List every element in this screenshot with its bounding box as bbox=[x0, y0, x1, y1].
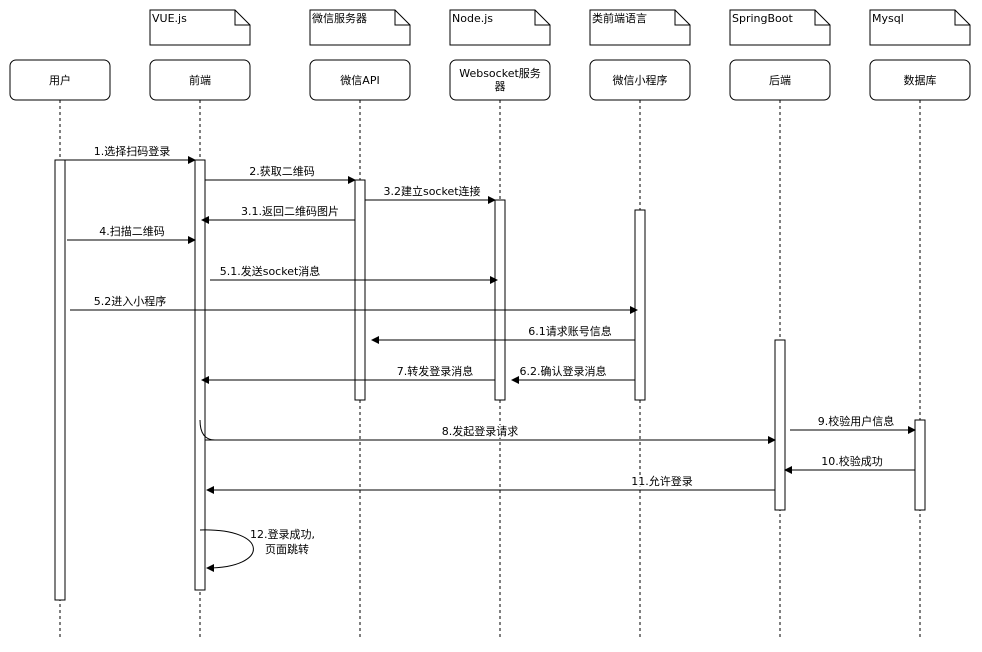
message-label: 3.2建立socket连接 bbox=[383, 184, 480, 198]
note-label: 类前端语言 bbox=[592, 11, 647, 25]
activation-bar bbox=[494, 199, 506, 401]
activation-bar bbox=[914, 419, 926, 511]
message-label: 1.选择扫码登录 bbox=[94, 144, 171, 158]
participant-label: 后端 bbox=[769, 74, 791, 87]
activation-bar bbox=[354, 179, 366, 401]
participant-label: 用户 bbox=[49, 73, 71, 87]
note-box bbox=[149, 9, 251, 46]
activation-bar bbox=[194, 159, 206, 591]
message-arrow-curve bbox=[199, 419, 216, 441]
note-box bbox=[449, 9, 551, 46]
note-box bbox=[309, 9, 411, 46]
message-label: 11.允许登录 bbox=[631, 474, 693, 488]
participant-box bbox=[869, 59, 971, 101]
message-label: 5.2进入小程序 bbox=[94, 294, 167, 308]
self-message-arrow bbox=[199, 529, 254, 572]
participant-box bbox=[729, 59, 831, 101]
message-label: 10.校验成功 bbox=[821, 454, 883, 468]
participant-label: 微信小程序 bbox=[613, 73, 668, 87]
message-label: 12.登录成功, bbox=[250, 527, 315, 541]
participant-box bbox=[589, 59, 691, 101]
participant-label: 数据库 bbox=[904, 73, 937, 87]
note-box bbox=[869, 9, 971, 46]
activation-bar bbox=[774, 339, 786, 511]
participant-label: 器 bbox=[495, 80, 506, 93]
note-box bbox=[589, 9, 691, 46]
message-label: 7.转发登录消息 bbox=[397, 364, 474, 378]
message-label: 6.1请求账号信息 bbox=[528, 324, 612, 338]
note-label: Node.js bbox=[452, 12, 493, 25]
activation-bar bbox=[54, 159, 66, 601]
participant-label: 前端 bbox=[189, 73, 211, 87]
note-label: 微信服务器 bbox=[312, 11, 367, 25]
note-label: SpringBoot bbox=[732, 12, 794, 25]
participant-label: Websocket服务 bbox=[459, 67, 541, 80]
message-label: 3.1.返回二维码图片 bbox=[241, 205, 339, 218]
participant-box bbox=[449, 59, 551, 101]
note-label: VUE.js bbox=[152, 12, 187, 25]
activation-bar bbox=[634, 209, 646, 401]
message-label: 2.获取二维码 bbox=[249, 165, 315, 178]
participant-box bbox=[9, 59, 111, 101]
message-label: 4.扫描二维码 bbox=[99, 224, 165, 238]
message-label: 6.2.确认登录消息 bbox=[520, 364, 607, 378]
note-label: Mysql bbox=[872, 12, 904, 25]
participant-box bbox=[309, 59, 411, 101]
message-label: 8.发起登录请求 bbox=[442, 424, 519, 438]
participant-label: 微信API bbox=[340, 73, 379, 87]
message-label: 页面跳转 bbox=[265, 542, 309, 556]
participant-box bbox=[149, 59, 251, 101]
message-label: 9.校验用户信息 bbox=[818, 414, 895, 428]
note-box bbox=[729, 9, 831, 46]
message-label: 5.1.发送socket消息 bbox=[220, 264, 321, 278]
